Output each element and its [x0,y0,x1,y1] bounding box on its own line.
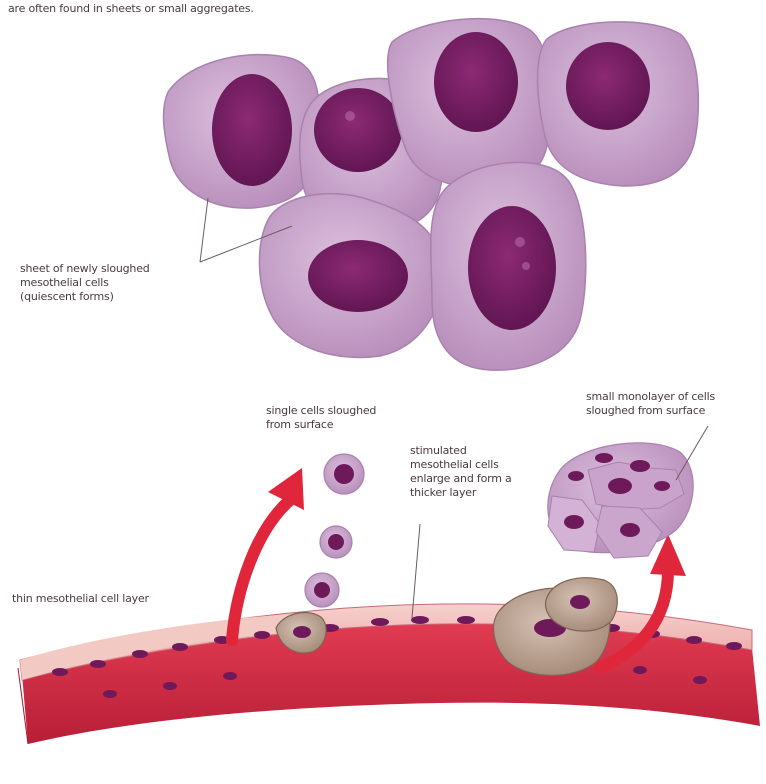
sloughed-monolayer-cluster [548,443,693,558]
label-small-monolayer: small monolayer of cells sloughed from s… [586,390,762,418]
single-sloughed-cells [305,454,364,607]
label-single-cells: single cells sloughed from surface [266,404,426,432]
quiescent-cell-sheet [164,19,699,371]
label-thin-layer: thin mesothelial cell layer [12,592,212,606]
label-quiescent-sheet: sheet of newly sloughed mesothelial cell… [20,262,210,304]
label-stimulated-cells: stimulated mesothelial cells enlarge and… [410,444,550,500]
